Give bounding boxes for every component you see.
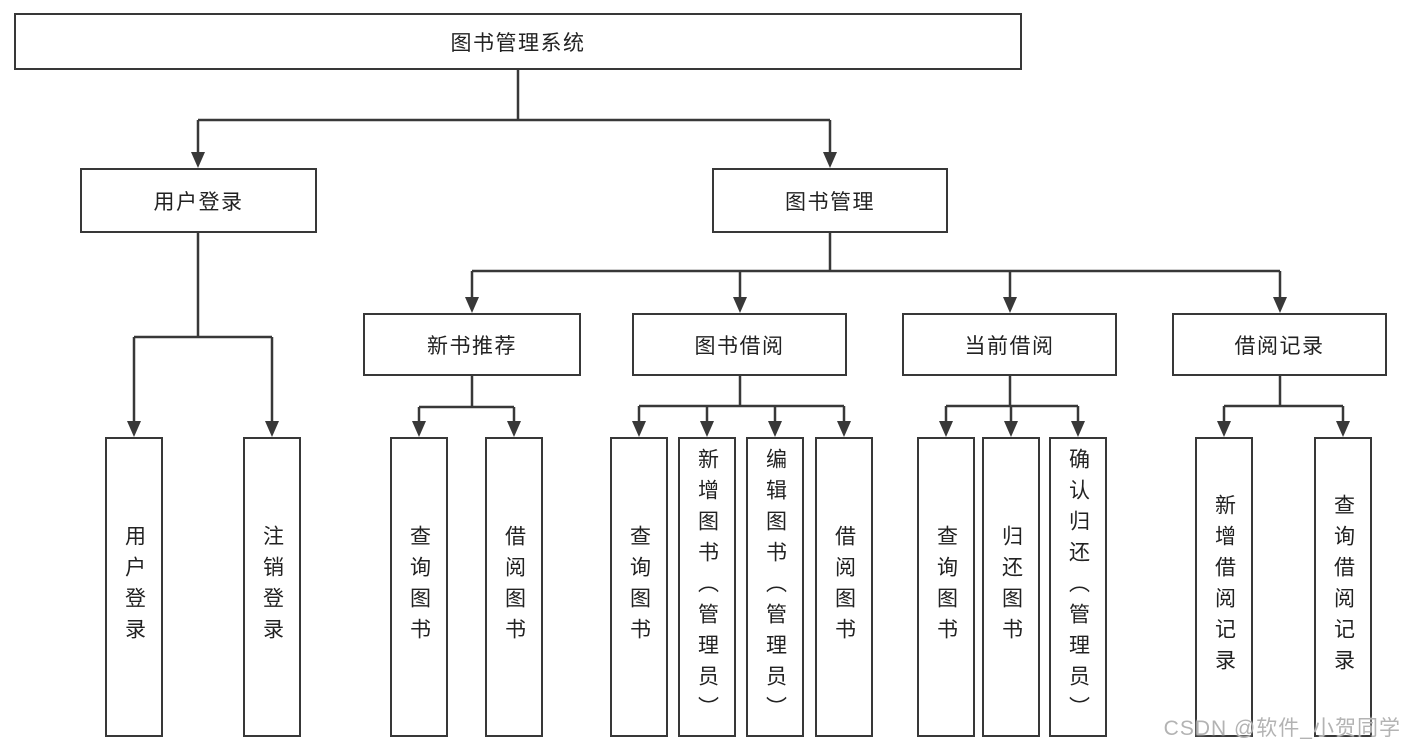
node-book-borrow: 图书借阅 — [632, 313, 847, 376]
node-leaf-confirm-return-admin-label: 确认归还（管理员） — [1066, 447, 1090, 727]
connector-book-borrow-children — [632, 376, 851, 437]
arrowhead-icon — [632, 421, 646, 437]
node-leaf-borrow-book-label: 借阅图书 — [832, 525, 856, 649]
node-root: 图书管理系统 — [14, 13, 1022, 70]
node-current-borrow: 当前借阅 — [902, 313, 1117, 376]
arrowhead-icon — [127, 421, 141, 437]
node-leaf-confirm-return-admin: 确认归还（管理员） — [1049, 437, 1107, 737]
arrowhead-icon — [700, 421, 714, 437]
node-leaf-return-book-label: 归还图书 — [999, 525, 1023, 649]
node-leaf-query-book-borrow: 查询图书 — [610, 437, 668, 737]
node-leaf-query-book-current-label: 查询图书 — [934, 525, 958, 649]
node-current-borrow-label: 当前借阅 — [964, 334, 1055, 358]
node-leaf-user-login-label: 用户登录 — [122, 525, 146, 649]
connector-user-login-children — [127, 233, 279, 437]
arrowhead-icon — [939, 421, 953, 437]
node-new-book-recommend: 新书推荐 — [363, 313, 581, 376]
arrowhead-icon — [733, 297, 747, 313]
node-leaf-query-borrow-record: 查询借阅记录 — [1314, 437, 1372, 737]
node-new-book-recommend-label: 新书推荐 — [427, 334, 517, 358]
node-borrow-record-label: 借阅记录 — [1234, 334, 1325, 358]
arrowhead-icon — [1071, 421, 1085, 437]
node-leaf-query-borrow-record-label: 查询借阅记录 — [1331, 494, 1355, 680]
node-leaf-logout-label: 注销登录 — [260, 525, 284, 649]
arrowhead-icon — [768, 421, 782, 437]
node-leaf-query-book-recommend: 查询图书 — [390, 437, 448, 737]
node-leaf-add-borrow-record: 新增借阅记录 — [1195, 437, 1253, 737]
node-leaf-logout: 注销登录 — [243, 437, 301, 737]
node-leaf-borrow-book: 借阅图书 — [815, 437, 873, 737]
arrowhead-icon — [465, 297, 479, 313]
connector-root-to-level2 — [191, 70, 837, 168]
node-book-management-label: 图书管理 — [785, 190, 875, 214]
node-leaf-borrow-book-recommend-label: 借阅图书 — [502, 525, 526, 649]
arrowhead-icon — [837, 421, 851, 437]
node-leaf-edit-book-admin: 编辑图书（管理员） — [746, 437, 804, 737]
arrowhead-icon — [1336, 421, 1350, 437]
arrowhead-icon — [191, 152, 205, 168]
csdn-watermark: CSDN @软件_小贺同学 — [1163, 717, 1401, 740]
arrowhead-icon — [1273, 297, 1287, 313]
arrowhead-icon — [265, 421, 279, 437]
connector-new-book-children — [412, 376, 521, 437]
connector-book-management-children — [465, 233, 1287, 313]
arrowhead-icon — [507, 421, 521, 437]
arrowhead-icon — [1004, 421, 1018, 437]
node-leaf-query-book-current: 查询图书 — [917, 437, 975, 737]
node-leaf-return-book: 归还图书 — [982, 437, 1040, 737]
node-leaf-edit-book-admin-label: 编辑图书（管理员） — [763, 447, 787, 727]
node-borrow-record: 借阅记录 — [1172, 313, 1387, 376]
node-user-login-label: 用户登录 — [153, 190, 244, 214]
node-leaf-user-login: 用户登录 — [105, 437, 163, 737]
node-book-borrow-label: 图书借阅 — [694, 334, 785, 358]
arrowhead-icon — [1003, 297, 1017, 313]
node-leaf-query-book-borrow-label: 查询图书 — [627, 525, 651, 649]
connector-current-borrow-children — [939, 376, 1085, 437]
node-root-label: 图书管理系统 — [450, 31, 586, 55]
node-book-management: 图书管理 — [712, 168, 948, 233]
node-leaf-query-book-recommend-label: 查询图书 — [407, 525, 431, 649]
arrowhead-icon — [412, 421, 426, 437]
node-user-login: 用户登录 — [80, 168, 317, 233]
node-leaf-add-book-admin: 新增图书（管理员） — [678, 437, 736, 737]
node-leaf-add-book-admin-label: 新增图书（管理员） — [695, 447, 719, 727]
node-leaf-add-borrow-record-label: 新增借阅记录 — [1212, 494, 1236, 680]
arrowhead-icon — [1217, 421, 1231, 437]
connector-borrow-record-children — [1217, 376, 1350, 437]
node-leaf-borrow-book-recommend: 借阅图书 — [485, 437, 543, 737]
arrowhead-icon — [823, 152, 837, 168]
